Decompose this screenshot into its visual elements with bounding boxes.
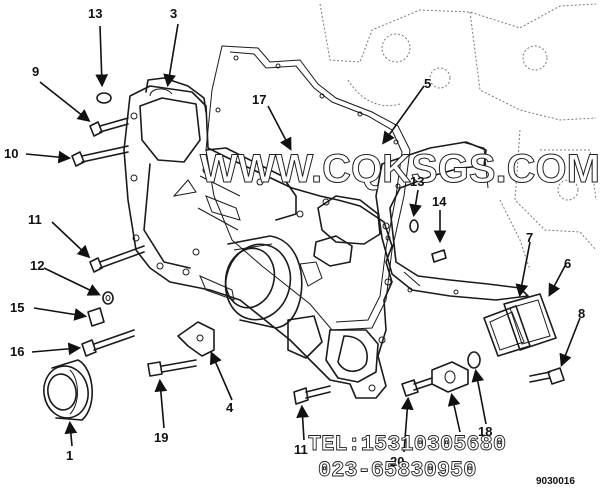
callout-12: 12 — [30, 258, 44, 273]
callout-1: 1 — [66, 448, 73, 463]
plug-15 — [87, 307, 105, 327]
callout-3: 3 — [170, 6, 177, 21]
callout-18: 18 — [478, 424, 492, 439]
flange-plate — [431, 361, 469, 393]
callout-20: 20 — [390, 454, 404, 469]
callout-9: 9 — [32, 64, 39, 79]
leader-lines — [25, 23, 581, 453]
callout-4: 4 — [226, 400, 234, 415]
dowel-pin — [431, 249, 447, 263]
cover-bolt-bosses — [130, 112, 392, 392]
callout-numbers: 13 3 9 10 17 5 13 14 11 12 15 16 7 6 8 4… — [4, 6, 585, 469]
phone-text: 023-65830950 — [318, 458, 476, 483]
front-gear-cover — [123, 77, 393, 399]
callout-15: 15 — [10, 300, 24, 315]
cover-plate-6 — [503, 293, 557, 351]
callout-16: 16 — [10, 344, 24, 359]
callout-17: 17 — [252, 92, 266, 107]
washer-12 — [102, 291, 114, 305]
callout-7: 7 — [526, 230, 533, 245]
capscrew-8 — [529, 367, 565, 385]
mounting-bracket — [177, 321, 215, 357]
watermark-text: WWW.CQKSGS.COM — [200, 147, 600, 191]
callout-11-upper: 11 — [28, 212, 42, 227]
access-cover — [375, 141, 529, 301]
cover-gasket-7 — [483, 305, 531, 357]
telephone-text: TEL:15310305680 — [308, 432, 506, 457]
figure-code: 9030016 — [536, 476, 575, 487]
callout-13-upper: 13 — [88, 6, 102, 21]
callout-13-right: 13 — [410, 174, 424, 189]
callout-11-lower: 11 — [294, 442, 308, 457]
callout-19: 19 — [154, 430, 168, 445]
callout-10: 10 — [4, 146, 18, 161]
capscrew-20 — [401, 377, 433, 397]
callout-5: 5 — [424, 76, 431, 91]
capscrew-11-lower — [293, 385, 331, 405]
capscrew-11-upper — [89, 245, 145, 273]
engine-block-outline — [319, 3, 597, 271]
capscrew-9 — [89, 117, 129, 137]
callout-14: 14 — [432, 194, 447, 209]
capscrew-19 — [147, 359, 197, 377]
capscrew-10 — [71, 145, 129, 167]
front-oil-seal — [43, 359, 93, 421]
callout-6: 6 — [564, 256, 571, 271]
capscrew-16 — [81, 329, 135, 357]
plug-13-upper — [96, 92, 112, 104]
o-ring-18 — [467, 351, 481, 369]
plug-13-right — [409, 219, 419, 233]
callout-8: 8 — [578, 306, 585, 321]
crank-seal-bore — [224, 235, 303, 329]
